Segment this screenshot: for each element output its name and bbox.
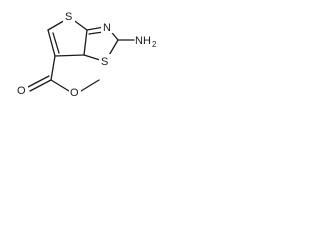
bond-ccarbonyl-oester — [50, 79, 70, 92]
atom-amine-subscript: 2 — [152, 40, 157, 49]
atom-amine: NH — [135, 35, 151, 47]
bond-c2-c3 — [47, 29, 56, 57]
thiophene-ring — [47, 18, 88, 57]
bond-s-c3a — [83, 54, 101, 61]
bond-carbonyl-o — [29, 79, 52, 92]
atom-oxygen-ester: O — [70, 87, 79, 99]
bond-c6a-n-double — [88, 31, 104, 35]
bond-c2-c3-double — [52, 32, 60, 54]
bond-c3-c3a — [54, 54, 85, 57]
bond-c3a-c6a — [83, 29, 88, 56]
chemical-structure: S N S NH 2 O O — [16, 9, 157, 99]
atom-nitrogen-ring: N — [103, 22, 111, 34]
ester-group — [27, 55, 100, 92]
bond-oester-methyl — [80, 79, 100, 92]
bond-c3-ccarbonyl — [50, 55, 56, 81]
atom-oxygen-carbonyl: O — [17, 85, 26, 97]
bond-carbonyl-o-double — [27, 75, 50, 88]
atom-sulfur-thiophene: S — [65, 11, 72, 23]
atom-sulfur-thiazole: S — [101, 56, 108, 68]
